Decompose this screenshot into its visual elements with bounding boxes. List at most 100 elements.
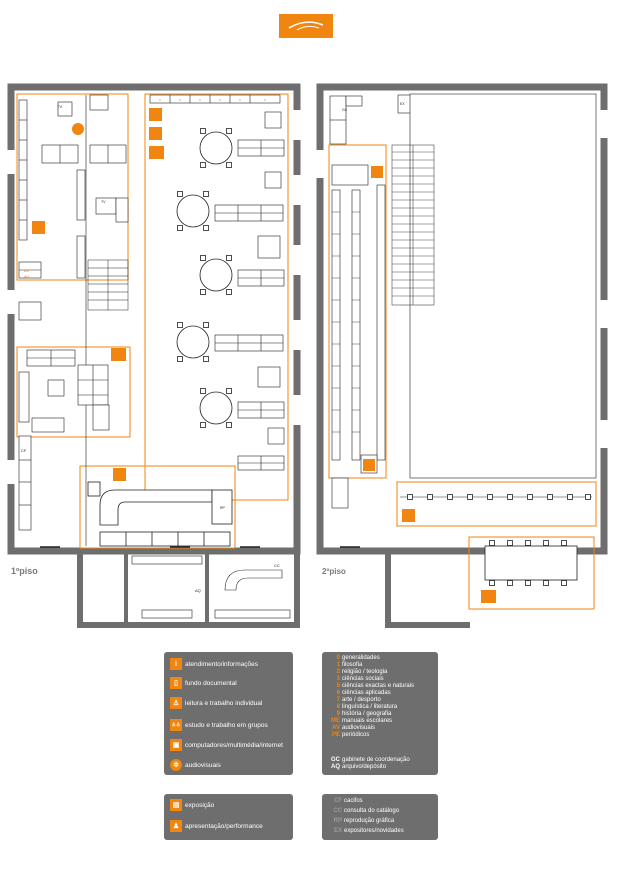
legend-label: leitura e trabalho individual	[185, 699, 263, 707]
svg-text:8: 8	[199, 98, 201, 102]
class-code: 1	[336, 662, 340, 668]
label-cf: CF	[21, 448, 27, 453]
legend-label: apresentação/performance	[185, 822, 263, 830]
class-code: 2	[336, 669, 340, 675]
plan-icons-floor-1	[32, 108, 164, 481]
furniture-code: EX	[333, 828, 342, 834]
reading-tables	[176, 131, 233, 425]
floor-1-plan: 8 8 8 8 8 8	[7, 83, 301, 628]
svg-text:8: 8	[264, 98, 266, 102]
class-label: arquivo/depósito	[342, 764, 387, 770]
computer-icon	[363, 459, 375, 471]
legend-spaces-panel: ▤ exposição ♟ apresentação/performance	[164, 794, 293, 840]
class-label: generalidades	[342, 655, 380, 661]
class-code: 8	[336, 704, 340, 710]
legend-item-computer: ▣ computadores/multimédia/internet	[170, 739, 283, 751]
person-reading-icon: ♙	[170, 697, 182, 709]
class-code: 9	[336, 711, 340, 717]
legend-item-info: i atendimento/informações	[170, 658, 258, 670]
legend-label: computadores/multimédia/internet	[185, 741, 283, 749]
label-av-2: AV	[24, 274, 29, 279]
legend-label: exposição	[185, 801, 215, 809]
person-reading-icon	[149, 127, 162, 140]
class-label: religião / teologia	[342, 669, 388, 675]
furniture-label: expositores/novidades	[344, 828, 404, 834]
exhibition-icon: ▤	[170, 799, 182, 811]
floor-2-plan	[316, 83, 608, 628]
group-icon	[149, 146, 164, 159]
legend-item-audiovisual: ✲ audiovisuais	[170, 759, 221, 771]
furniture-code: CC	[333, 808, 342, 814]
info-icon	[113, 468, 126, 481]
class-label: arte / desporto	[342, 697, 381, 703]
legend-item-exhibition: ▤ exposição	[170, 799, 214, 811]
legend-item-reading: ♙ leitura e trabalho individual	[170, 697, 262, 709]
floor-1-label: 1ºpiso	[11, 566, 38, 576]
book-icon: ▯	[170, 677, 182, 689]
person-reading-icon	[402, 509, 415, 522]
class-label: manuais escolares	[342, 718, 393, 724]
performance-icon: ♟	[170, 820, 182, 832]
label-tv: TV	[57, 104, 62, 109]
legend-symbols-panel: i atendimento/informações ▯ fundo docume…	[164, 652, 293, 775]
label-rp: RP	[220, 506, 226, 510]
class-code: 0	[336, 655, 340, 661]
furniture-code: CF	[334, 798, 342, 804]
zone-group-study	[16, 346, 131, 438]
person-reading-icon	[111, 348, 126, 361]
furniture-label: cacifos	[344, 798, 363, 804]
class-code: 3	[336, 676, 340, 682]
book-icon	[32, 221, 45, 234]
class-code: ME	[331, 718, 340, 724]
class-code: 5	[336, 683, 340, 689]
floor-2-label: 2ºpiso	[322, 567, 346, 576]
class-code: 6	[336, 690, 340, 696]
logo-mark	[288, 21, 324, 31]
legend-label: estudo e trabalho em grupos	[185, 721, 268, 729]
film-reel-icon: ✲	[170, 759, 182, 771]
legend-label: audiovisuais	[185, 761, 221, 769]
furniture-label: reprodução gráfica	[344, 818, 395, 824]
svg-text:8: 8	[179, 98, 181, 102]
film-reel-icon	[72, 123, 84, 135]
svg-text:8: 8	[159, 98, 161, 102]
class-label: ciências sociais	[342, 676, 384, 682]
label-av-1: AV	[24, 268, 29, 273]
zone-documental-left	[16, 93, 129, 281]
svg-text:8: 8	[239, 98, 241, 102]
floor-1-walls	[7, 83, 301, 555]
label-tv-2: TV	[101, 200, 106, 204]
legend-item-group: ♙♙ estudo e trabalho em grupos	[170, 719, 268, 731]
class-label: ciências exactas e naturais	[342, 683, 415, 689]
group-icon	[481, 590, 496, 603]
legend-item-performance: ♟ apresentação/performance	[170, 820, 263, 832]
label-aq: AQ	[195, 588, 201, 593]
class-label: história / geografia	[342, 711, 392, 717]
class-code: 7	[336, 697, 340, 703]
class-code: GC	[331, 757, 340, 763]
svg-text:8: 8	[219, 98, 221, 102]
legend-item-book: ▯ fundo documental	[170, 677, 237, 689]
class-label: audiovisuais	[342, 725, 376, 731]
legend-label: fundo documental	[185, 679, 237, 687]
class-label: periódicos	[342, 732, 370, 738]
furniture-code: RP	[333, 818, 342, 824]
class-code: PE	[331, 732, 340, 738]
zone-performance	[468, 536, 595, 610]
class-label: linguística / literatura	[342, 704, 398, 710]
class-code: AV	[332, 725, 340, 731]
class-label: gabinete de coordenação	[342, 757, 410, 763]
